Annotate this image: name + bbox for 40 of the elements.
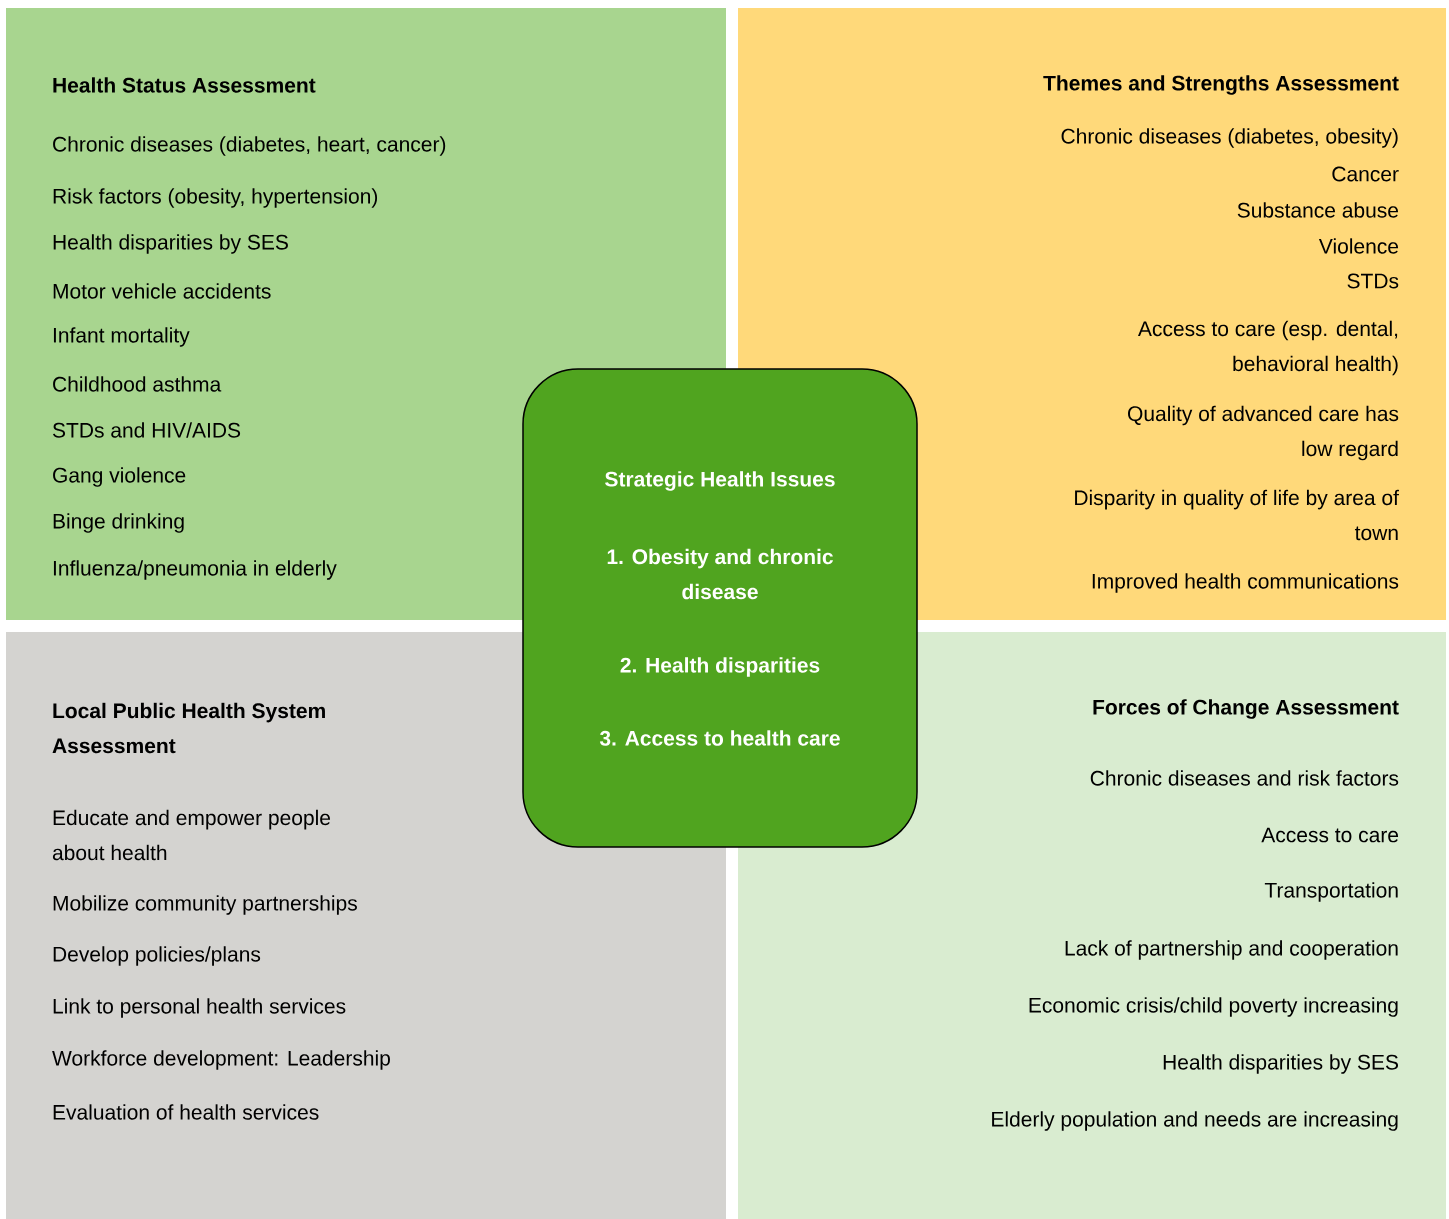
list-item: Workforce development: Leadership xyxy=(52,1050,390,1070)
list-item: Improved health communications xyxy=(1092,573,1399,593)
list-item: Disparity in quality of life by area of town xyxy=(1075,489,1399,541)
list-item: Childhood asthma xyxy=(53,376,222,392)
list-item: Transportation xyxy=(1264,882,1398,902)
list-item: Chronic diseases (diabetes, obesity) xyxy=(1061,128,1398,148)
list-item: Economic crisis/child poverty increasing xyxy=(1029,997,1398,1017)
list-item: Chronic diseases (diabetes, heart, cancer) xyxy=(53,136,446,156)
list-item: 1. Obesity and chronic disease xyxy=(607,548,833,600)
list-item: Access to care (esp. dental, behavioral health) xyxy=(1138,320,1398,376)
list-item: Gang violence xyxy=(53,467,186,487)
list-item: Motor vehicle accidents xyxy=(53,283,271,299)
list-item: Binge drinking xyxy=(53,513,184,533)
heading: Themes and Strengths Assessment xyxy=(1043,75,1399,95)
list-item: Influenza/pneumonia in elderly xyxy=(53,560,337,580)
list-item: Link to personal health services xyxy=(53,998,346,1018)
list-item: Infant mortality xyxy=(53,327,190,347)
list-item: Lack of partnership and cooperation xyxy=(1065,940,1398,960)
list-item: STDs and HIV/AIDS xyxy=(52,422,241,438)
list-item: Quality of advanced care has low regard xyxy=(1128,405,1399,461)
list-item: Access to care xyxy=(1261,827,1399,843)
list-item: Health disparities by SES xyxy=(1163,1054,1398,1074)
list-item: Chronic diseases and risk factors xyxy=(1090,770,1399,786)
heading: Strategic Health Issues xyxy=(605,471,835,491)
list-item: Mobilize community partnerships xyxy=(53,895,357,915)
list-item: Educate and empower people about health xyxy=(52,809,331,861)
heading: Forces of Change Assessment xyxy=(1093,699,1399,719)
list-item: Risk factors (obesity, hypertension) xyxy=(53,188,378,208)
list-item: Substance abuse xyxy=(1237,202,1399,218)
list-item: Violence xyxy=(1318,238,1399,254)
list-item: Health disparities by SES xyxy=(53,234,288,254)
heading: Local Public Health System Assessment xyxy=(52,702,325,754)
list-item: 2. Health disparities xyxy=(620,657,820,677)
list-item: Evaluation of health services xyxy=(53,1104,319,1120)
list-item: Develop policies/plans xyxy=(53,946,261,966)
list-item: Cancer xyxy=(1332,166,1399,182)
heading: Health Status Assessment xyxy=(53,77,316,93)
list-item: 3. Access to health care xyxy=(599,730,840,746)
list-item: Elderly population and needs are increasing xyxy=(992,1111,1398,1131)
list-item: STDs xyxy=(1347,273,1399,289)
